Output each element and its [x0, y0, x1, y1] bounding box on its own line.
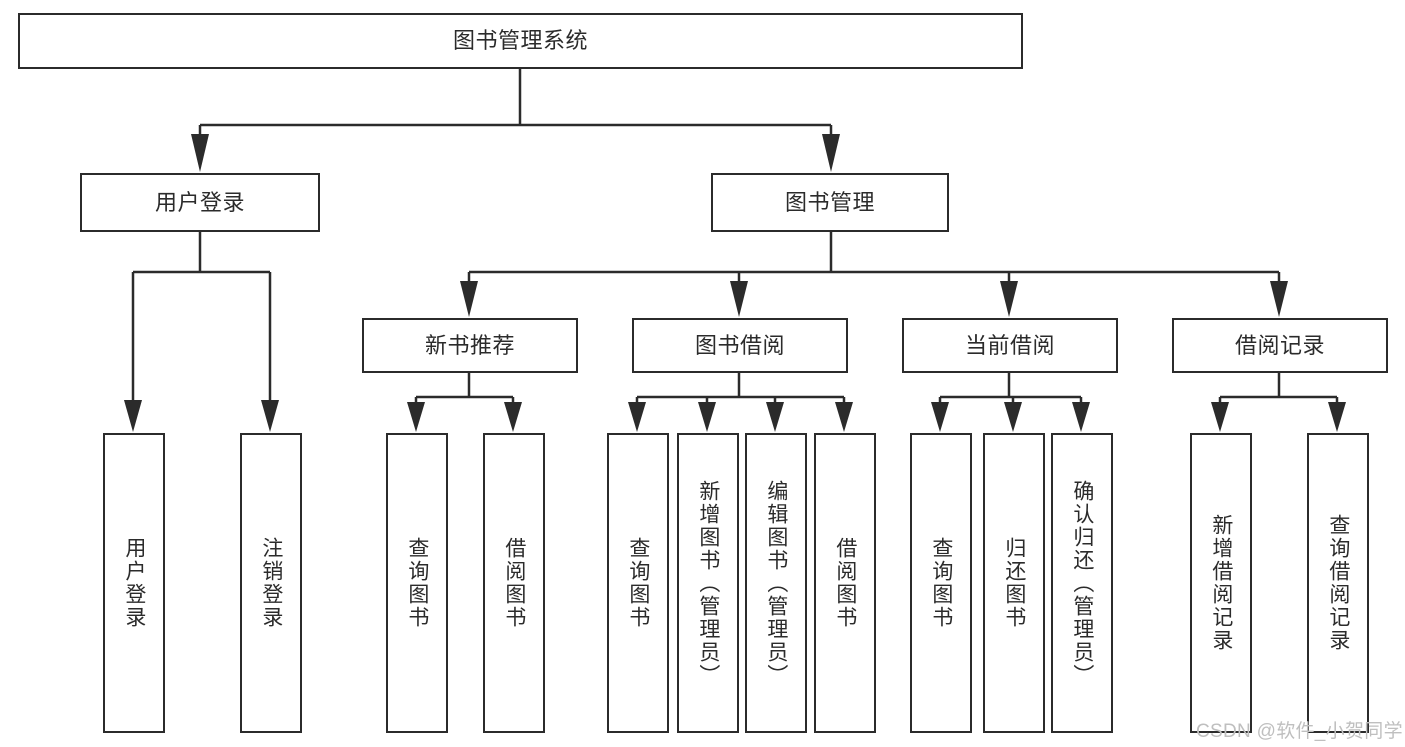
node-book-manage-label: 图书管理	[784, 189, 875, 215]
node-leaf-return-book-label: 归还图书	[1002, 537, 1026, 629]
node-leaf-query-book-2-label: 查询图书	[626, 537, 650, 629]
node-new-book-recommend[interactable]: 新书推荐	[362, 318, 578, 373]
node-leaf-edit-book-label: 编辑图书（管理员）	[764, 479, 788, 687]
node-leaf-borrow-book-2[interactable]: 借阅图书	[814, 433, 876, 733]
node-book-borrow-label: 图书借阅	[694, 332, 785, 358]
node-leaf-user-logout[interactable]: 注销登录	[240, 433, 302, 733]
arrowhead-leaf-user-login	[124, 400, 142, 432]
node-current-borrow-label: 当前借阅	[964, 332, 1055, 358]
node-leaf-confirm-return-label: 确认归还（管理员）	[1070, 479, 1094, 687]
node-leaf-borrow-book-1-label: 借阅图书	[502, 537, 526, 629]
arrowhead-current-borrow	[1000, 281, 1018, 317]
node-leaf-return-book[interactable]: 归还图书	[983, 433, 1045, 733]
node-root-label: 图书管理系统	[452, 28, 588, 54]
arrowhead-user-login	[191, 134, 209, 172]
arrowhead-bb-4	[835, 402, 853, 432]
arrowhead-br-2	[1328, 402, 1346, 432]
arrowheads	[124, 134, 1346, 432]
node-leaf-borrow-book-2-label: 借阅图书	[833, 537, 857, 629]
arrowhead-bb-3	[766, 402, 784, 432]
arrowhead-borrow-record	[1270, 281, 1288, 317]
node-current-borrow[interactable]: 当前借阅	[902, 318, 1118, 373]
node-borrow-record[interactable]: 借阅记录	[1172, 318, 1388, 373]
node-new-book-recommend-label: 新书推荐	[424, 332, 515, 358]
arrowhead-cb-1	[931, 402, 949, 432]
arrowhead-bb-1	[628, 402, 646, 432]
arrowhead-nb-1	[407, 402, 425, 432]
node-leaf-add-book[interactable]: 新增图书（管理员）	[677, 433, 739, 733]
node-leaf-query-book-3-label: 查询图书	[929, 537, 953, 629]
node-user-login[interactable]: 用户登录	[80, 173, 320, 232]
arrowhead-cb-3	[1072, 402, 1090, 432]
node-leaf-query-book-1[interactable]: 查询图书	[386, 433, 448, 733]
node-leaf-edit-book[interactable]: 编辑图书（管理员）	[745, 433, 807, 733]
node-leaf-query-book-3[interactable]: 查询图书	[910, 433, 972, 733]
node-leaf-borrow-book-1[interactable]: 借阅图书	[483, 433, 545, 733]
arrowhead-leaf-user-logout	[261, 400, 279, 432]
node-leaf-confirm-return[interactable]: 确认归还（管理员）	[1051, 433, 1113, 733]
node-leaf-user-login[interactable]: 用户登录	[103, 433, 165, 733]
node-book-manage[interactable]: 图书管理	[711, 173, 949, 232]
node-leaf-add-record-label: 新增借阅记录	[1209, 514, 1233, 652]
arrowhead-new-book-recommend	[460, 281, 478, 317]
arrowhead-cb-2	[1004, 402, 1022, 432]
node-leaf-query-book-1-label: 查询图书	[405, 537, 429, 629]
node-leaf-user-logout-label: 注销登录	[259, 537, 283, 629]
node-leaf-add-record[interactable]: 新增借阅记录	[1190, 433, 1252, 733]
arrowhead-br-1	[1211, 402, 1229, 432]
arrowhead-book-borrow	[730, 281, 748, 317]
node-leaf-query-book-2[interactable]: 查询图书	[607, 433, 669, 733]
node-borrow-record-label: 借阅记录	[1234, 332, 1325, 358]
node-user-login-label: 用户登录	[154, 189, 245, 215]
node-root[interactable]: 图书管理系统	[18, 13, 1023, 69]
arrowhead-bb-2	[698, 402, 716, 432]
arrowhead-book-manage	[822, 134, 840, 172]
node-book-borrow[interactable]: 图书借阅	[632, 318, 848, 373]
arrowhead-nb-2	[504, 402, 522, 432]
node-leaf-add-book-label: 新增图书（管理员）	[696, 479, 720, 687]
node-leaf-query-record-label: 查询借阅记录	[1326, 514, 1350, 652]
node-leaf-query-record[interactable]: 查询借阅记录	[1307, 433, 1369, 733]
node-leaf-user-login-label: 用户登录	[122, 537, 146, 629]
